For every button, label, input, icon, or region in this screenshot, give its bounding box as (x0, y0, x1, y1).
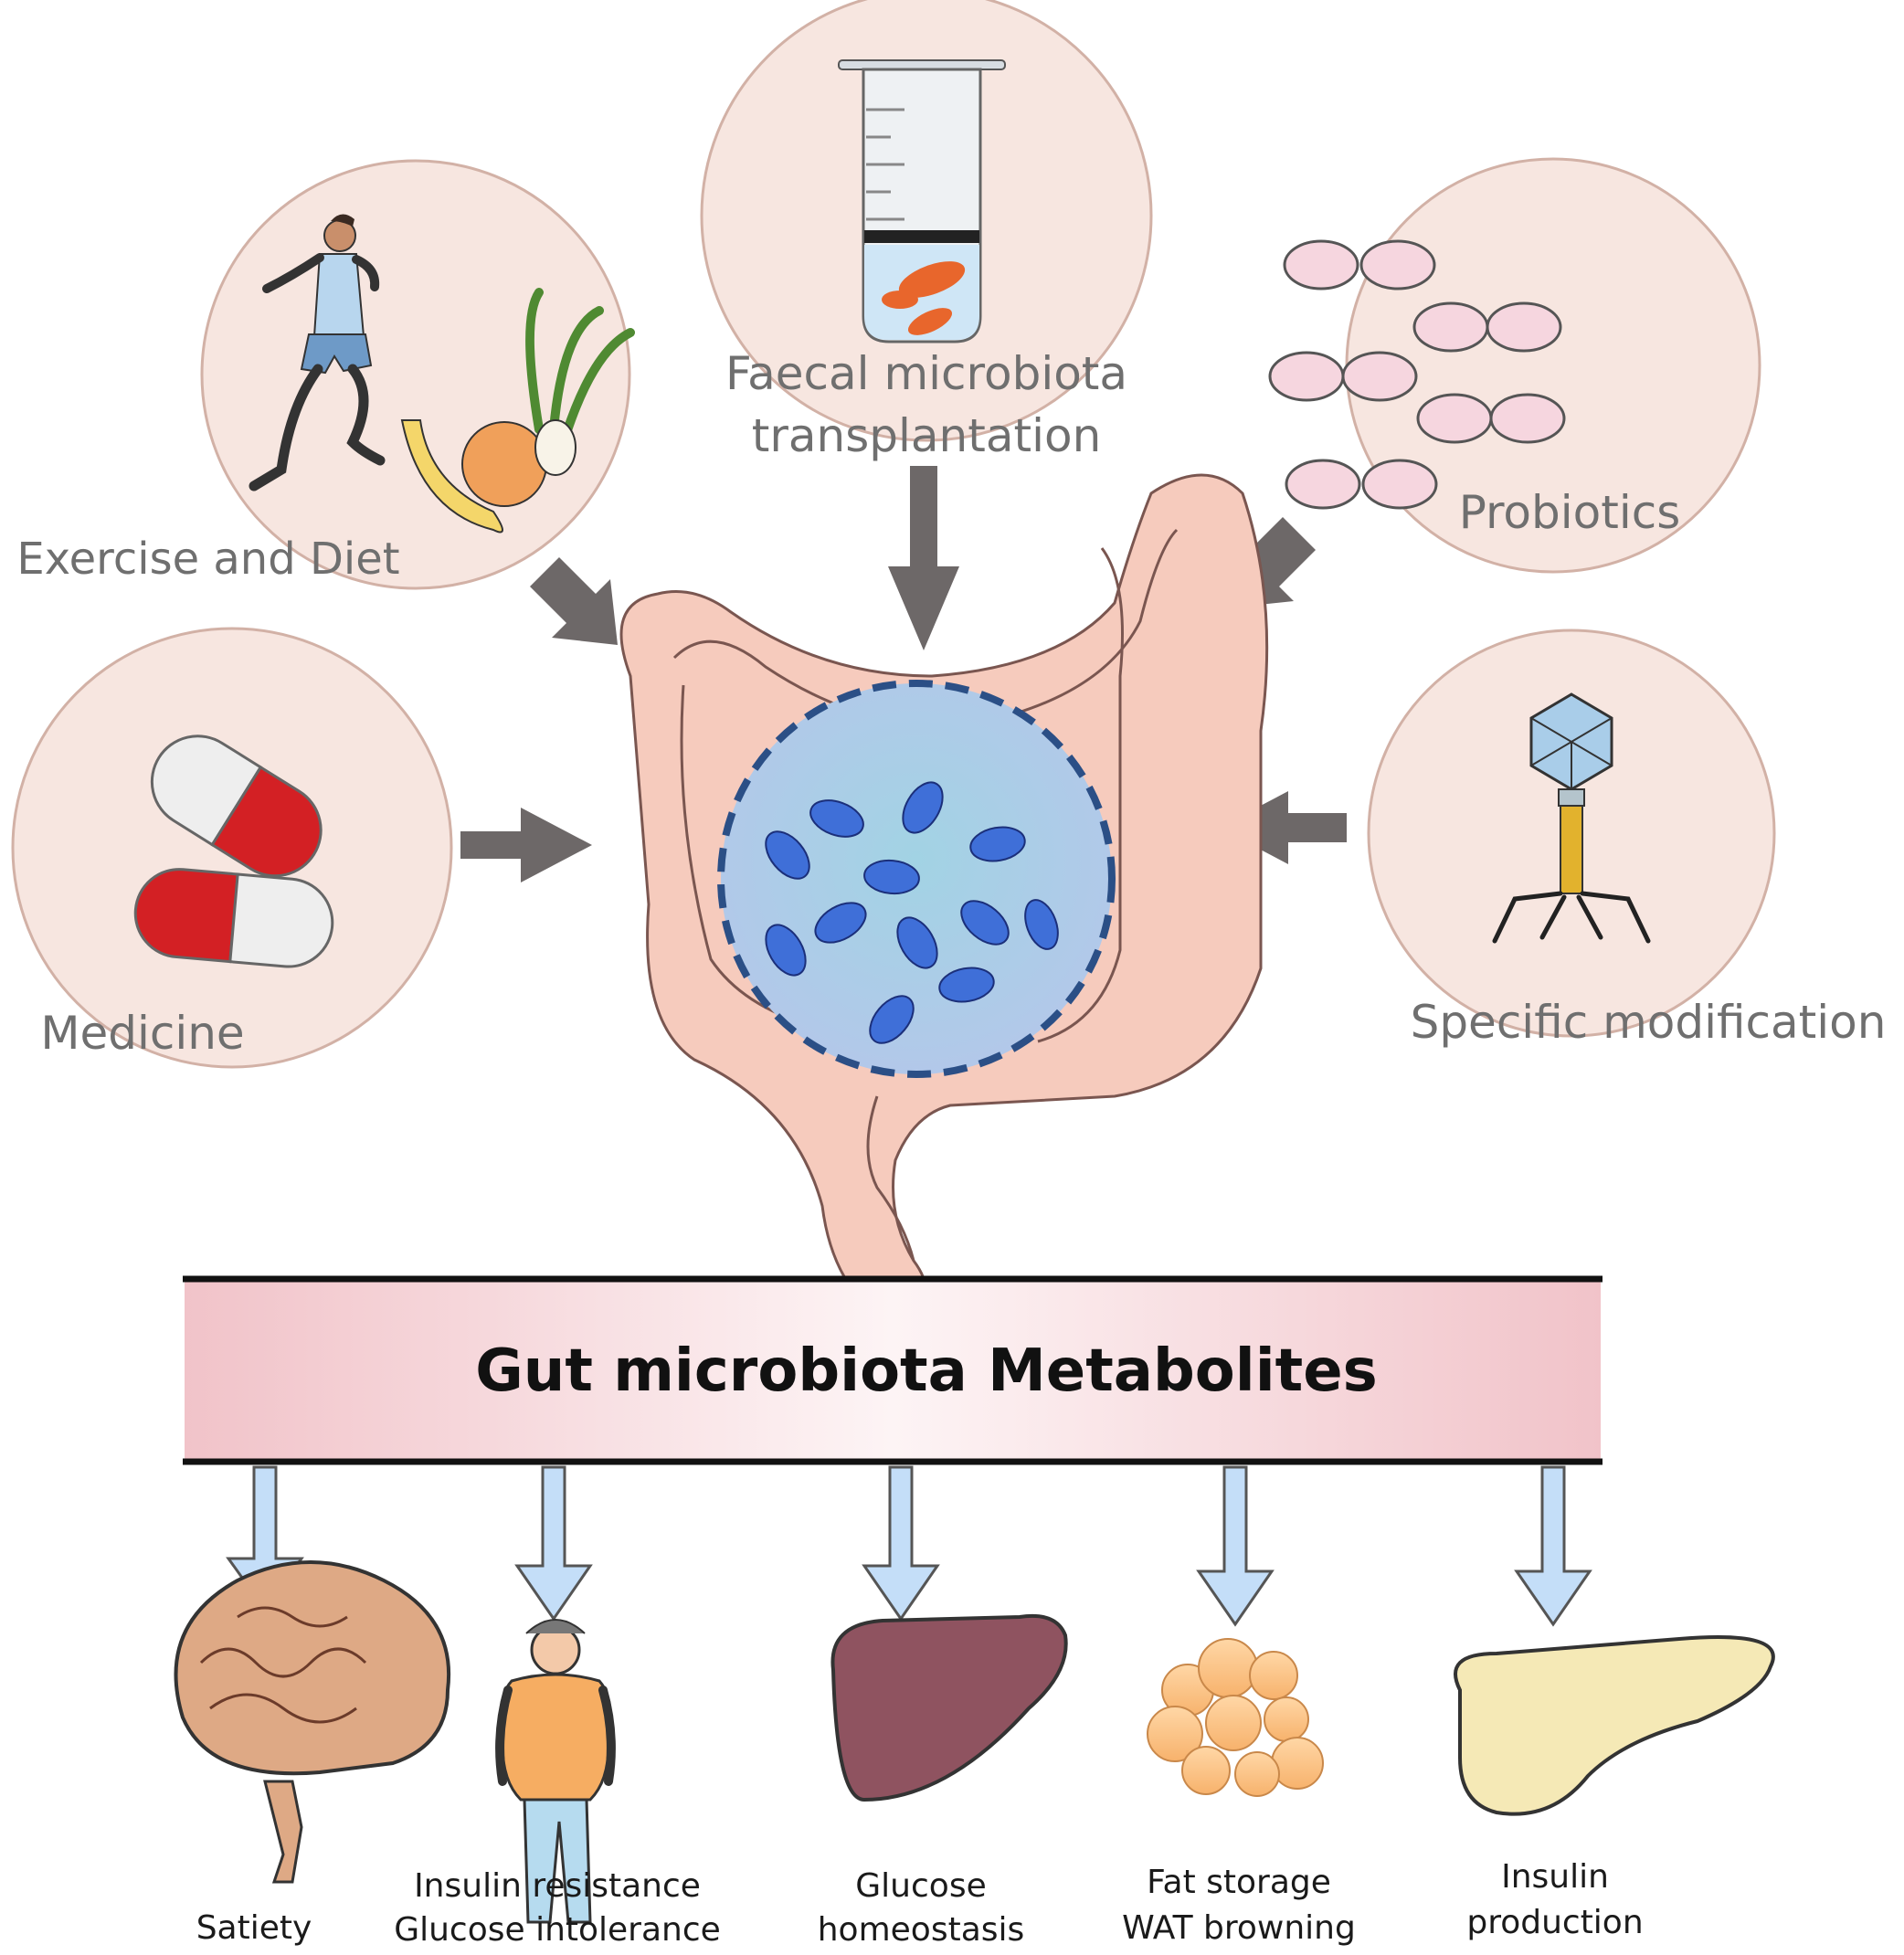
outcome-fat-storage: Fat storage (1147, 1864, 1331, 1901)
outcome-insulin-resistance: Insulin resistance (414, 1867, 701, 1905)
outcome-homeostasis: homeostasis (818, 1911, 1025, 1949)
outcome-arrows (226, 1465, 1592, 1627)
fruit-vegetable-icon (400, 288, 635, 534)
fmt-label-line1: Faecal microbiota (725, 347, 1127, 400)
arrow-insulin-resistance (514, 1465, 593, 1622)
capsule-pill-icon (133, 734, 334, 968)
brain-icon (174, 1560, 451, 1884)
bacteriophage-icon (1492, 692, 1651, 944)
gut-bacteria-icons (765, 781, 1059, 1044)
runner-icon (249, 214, 386, 491)
outcome-wat-browning: WAT browning (1122, 1909, 1356, 1947)
outcome-insulin: Insulin (1501, 1858, 1609, 1896)
fat-cells-icon (1147, 1638, 1324, 1797)
arrow-glucose-homeostasis (862, 1465, 940, 1622)
pancreas-icon (1454, 1635, 1775, 1816)
liver-icon (830, 1614, 1068, 1802)
metabolites-banner: Gut microbiota Metabolites (183, 1275, 1603, 1465)
exercise-diet-label: Exercise and Diet (16, 534, 399, 585)
probiotic-bacteria-icon (1268, 239, 1566, 510)
medicine-panel: Medicine (11, 627, 453, 1069)
arrow-specific-modification (1219, 791, 1347, 864)
probiotics-panel: Probiotics (1268, 157, 1761, 574)
exercise-diet-panel: Exercise and Diet (16, 159, 635, 590)
specific-modification-label: Specific modification (1411, 996, 1887, 1049)
test-tube-icon (838, 59, 1006, 343)
arrow-fat-storage (1196, 1465, 1275, 1627)
arrow-fmt (888, 466, 959, 650)
fmt-panel: Faecal microbiota transplantation (700, 0, 1153, 462)
obese-person-icon (495, 1619, 616, 1924)
banner-title: Gut microbiota Metabolites (475, 1337, 1377, 1405)
outcome-production: production (1466, 1904, 1643, 1941)
specific-modification-panel: Specific modification (1367, 629, 1887, 1049)
arrow-insulin-production (1514, 1465, 1592, 1627)
arrow-exercise-diet (530, 557, 618, 645)
arrow-medicine (460, 808, 592, 882)
microbiota-circle (717, 680, 1116, 1078)
probiotics-label: Probiotics (1459, 486, 1681, 539)
outcome-glucose-intolerance: Glucose intolerance (394, 1911, 721, 1949)
fmt-label-line2: transplantation (752, 409, 1102, 462)
medicine-label: Medicine (40, 1007, 244, 1060)
outcome-glucose: Glucose (855, 1867, 986, 1905)
outcome-satiety: Satiety (196, 1909, 312, 1947)
